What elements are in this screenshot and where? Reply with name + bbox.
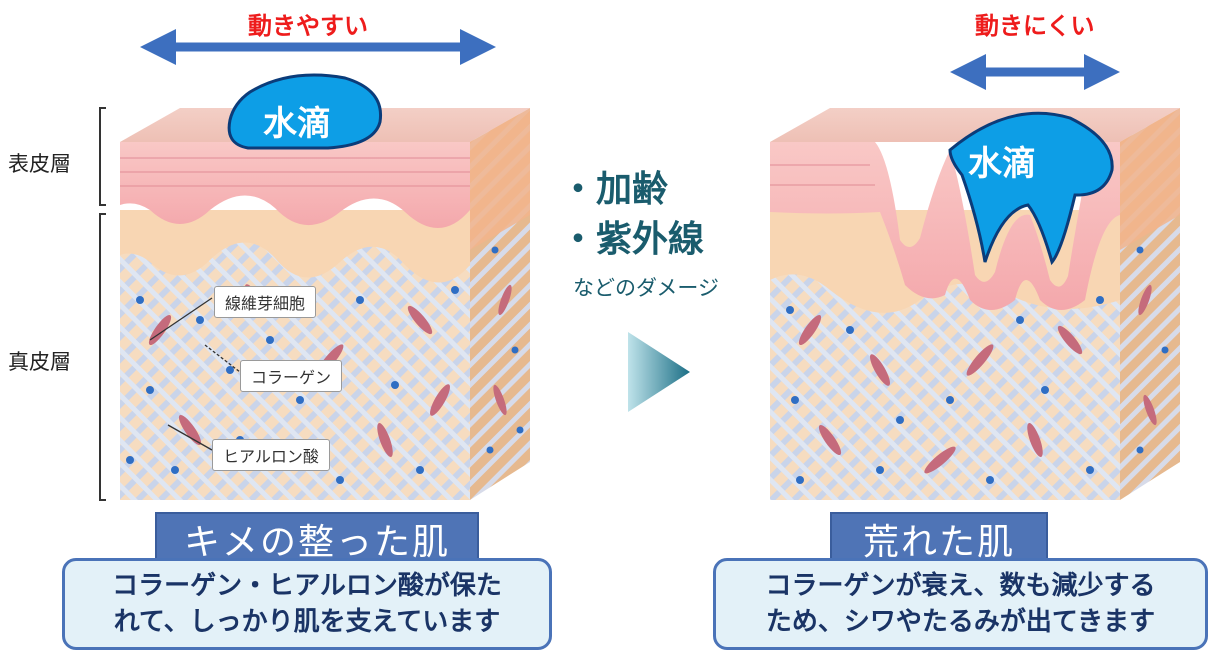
left-drop-label: 水滴 — [263, 104, 331, 144]
right-skin-block — [770, 108, 1180, 500]
right-description-line-2: ため、シワやたるみが出てきます — [765, 607, 1156, 637]
damage-item-uv: ・紫外線 — [560, 219, 705, 260]
hyaluronic-acid-tag: ヒアルロン酸 — [212, 439, 330, 471]
right-drop-label: 水滴 — [968, 144, 1036, 184]
right-description: コラーゲンが衰え、数も減少する ため、シワやたるみが出てきます — [713, 558, 1208, 650]
left-description-line-2: れて、しっかり肌を支えています — [113, 607, 501, 637]
right-movement-label: 動きにくい — [975, 12, 1095, 40]
dermis-label: 真皮層 — [8, 350, 71, 374]
transition-arrow-icon — [628, 332, 690, 412]
damage-item-aging: ・加齢 — [560, 169, 669, 210]
left-skin-title: キメの整った肌 — [155, 512, 479, 566]
damage-note: などのダメージ — [573, 276, 719, 300]
collagen-tag: コラーゲン — [240, 360, 343, 392]
left-description-line-1: コラーゲン・ヒアルロン酸が保た — [112, 571, 502, 601]
left-water-drop — [227, 73, 383, 150]
left-description: コラーゲン・ヒアルロン酸が保た れて、しっかり肌を支えています — [62, 558, 552, 650]
fibroblast-tag: 線維芽細胞 — [214, 286, 317, 318]
left-movement-label: 動きやすい — [248, 12, 368, 40]
right-description-line-1: コラーゲンが衰え、数も減少する — [765, 571, 1156, 601]
right-water-drop — [948, 111, 1114, 266]
right-skin-title: 荒れた肌 — [830, 512, 1048, 566]
left-skin-block — [120, 108, 530, 500]
layer-brackets — [99, 107, 106, 501]
epidermis-label: 表皮層 — [8, 152, 71, 176]
